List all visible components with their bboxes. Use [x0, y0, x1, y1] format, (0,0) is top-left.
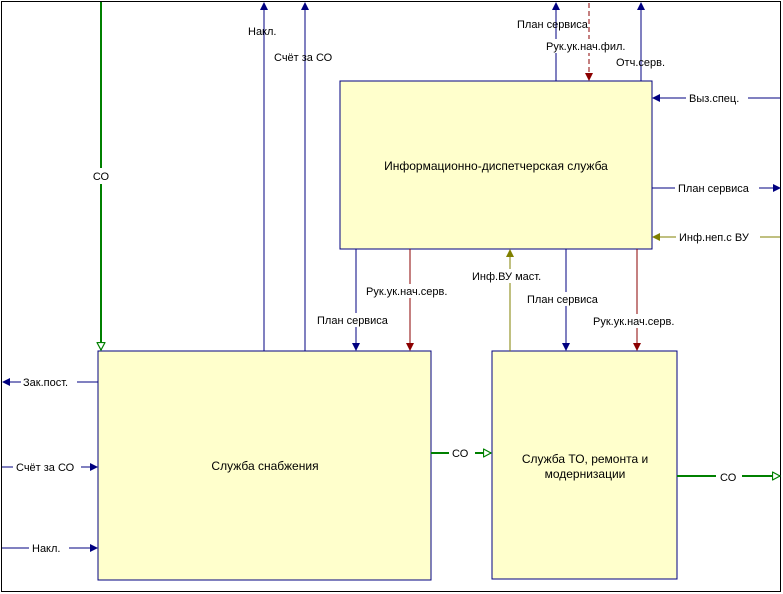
box-maintenance-label-line1: Служба ТО, ремонта и — [522, 452, 648, 466]
arrow-plan-to-supply[interactable]: План сервиса — [316, 249, 398, 351]
box-supply-service-label: Служба снабжения — [211, 459, 318, 473]
box-info-dispatch[interactable]: Информационно-диспетчерская служба — [339, 80, 653, 250]
arrow-otch-up-label: Отч.серв. — [616, 57, 665, 69]
arrow-plan-to-maint-label: План сервиса — [527, 294, 599, 306]
arrow-nakl-in-label: Накл. — [32, 543, 60, 555]
arrow-ruk-to-maint-label: Рук.ук.нач.серв. — [593, 316, 674, 328]
arrow-co-supply-maint[interactable]: СО — [431, 446, 491, 460]
box-maintenance-service[interactable]: Служба ТО, ремонта и модернизации — [491, 350, 678, 580]
arrow-nakl-up-label: Накл. — [248, 26, 276, 38]
box-info-dispatch-label: Информационно-диспетчерская служба — [384, 159, 608, 173]
arrow-schet-in[interactable]: Счёт за СО — [2, 460, 98, 474]
arrow-co-supply-maint-label: СО — [452, 448, 469, 460]
arrow-inf-vu-in[interactable]: Инф.неп.с ВУ — [652, 230, 780, 244]
arrow-inf-mast-up-label: Инф.ВУ маст. — [472, 271, 541, 283]
arrow-zak-out-label: Зак.пост. — [23, 377, 68, 389]
arrow-plan-right-label: План сервиса — [678, 183, 750, 195]
arrow-plan-right[interactable]: План сервиса — [652, 181, 781, 195]
arrow-ruk-fil-label: Рук.ук.нач.фил. — [546, 41, 625, 53]
arrow-vyz-in[interactable]: Выз.спец. — [652, 91, 780, 105]
arrow-co-down-label: СО — [93, 171, 110, 183]
arrow-inf-mast-up[interactable]: Инф.ВУ маст. — [470, 249, 550, 351]
arrow-otch-up[interactable]: Отч.серв. — [616, 2, 665, 81]
box-maintenance-label-line2: модернизации — [545, 467, 626, 481]
arrow-zak-out[interactable]: Зак.пост. — [2, 375, 98, 389]
arrow-plan-to-maint[interactable]: План сервиса — [525, 249, 607, 351]
arrow-ruk-to-maint[interactable]: Рук.ук.нач.серв. — [590, 249, 684, 351]
arrow-nakl-up[interactable]: Накл. — [248, 2, 276, 351]
arrow-ruk-fil[interactable]: Рук.ук.нач.фил. — [545, 3, 633, 81]
arrow-schet-in-label: Счёт за СО — [16, 462, 75, 474]
arrow-inf-vu-in-label: Инф.неп.с ВУ — [679, 232, 750, 244]
arrow-schet-up-label: Счёт за СО — [274, 52, 333, 64]
arrow-co-out-right-label: СО — [720, 472, 737, 484]
box-supply-service[interactable]: Служба снабжения — [97, 350, 432, 581]
arrow-nakl-in[interactable]: Накл. — [2, 541, 98, 555]
arrow-co-out-right[interactable]: СО — [677, 469, 780, 484]
arrow-plan-to-supply-label: План сервиса — [317, 315, 389, 327]
arrow-ruk-to-supply[interactable]: Рук.ук.нач.серв. — [363, 249, 457, 351]
arrow-vyz-in-label: Выз.спец. — [689, 93, 739, 105]
arrow-plan-up-label: План сервиса — [517, 19, 589, 31]
arrow-schet-up[interactable]: Счёт за СО — [274, 2, 333, 351]
arrow-ruk-to-supply-label: Рук.ук.нач.серв. — [366, 286, 447, 298]
arrow-co-down[interactable]: СО — [88, 2, 114, 350]
